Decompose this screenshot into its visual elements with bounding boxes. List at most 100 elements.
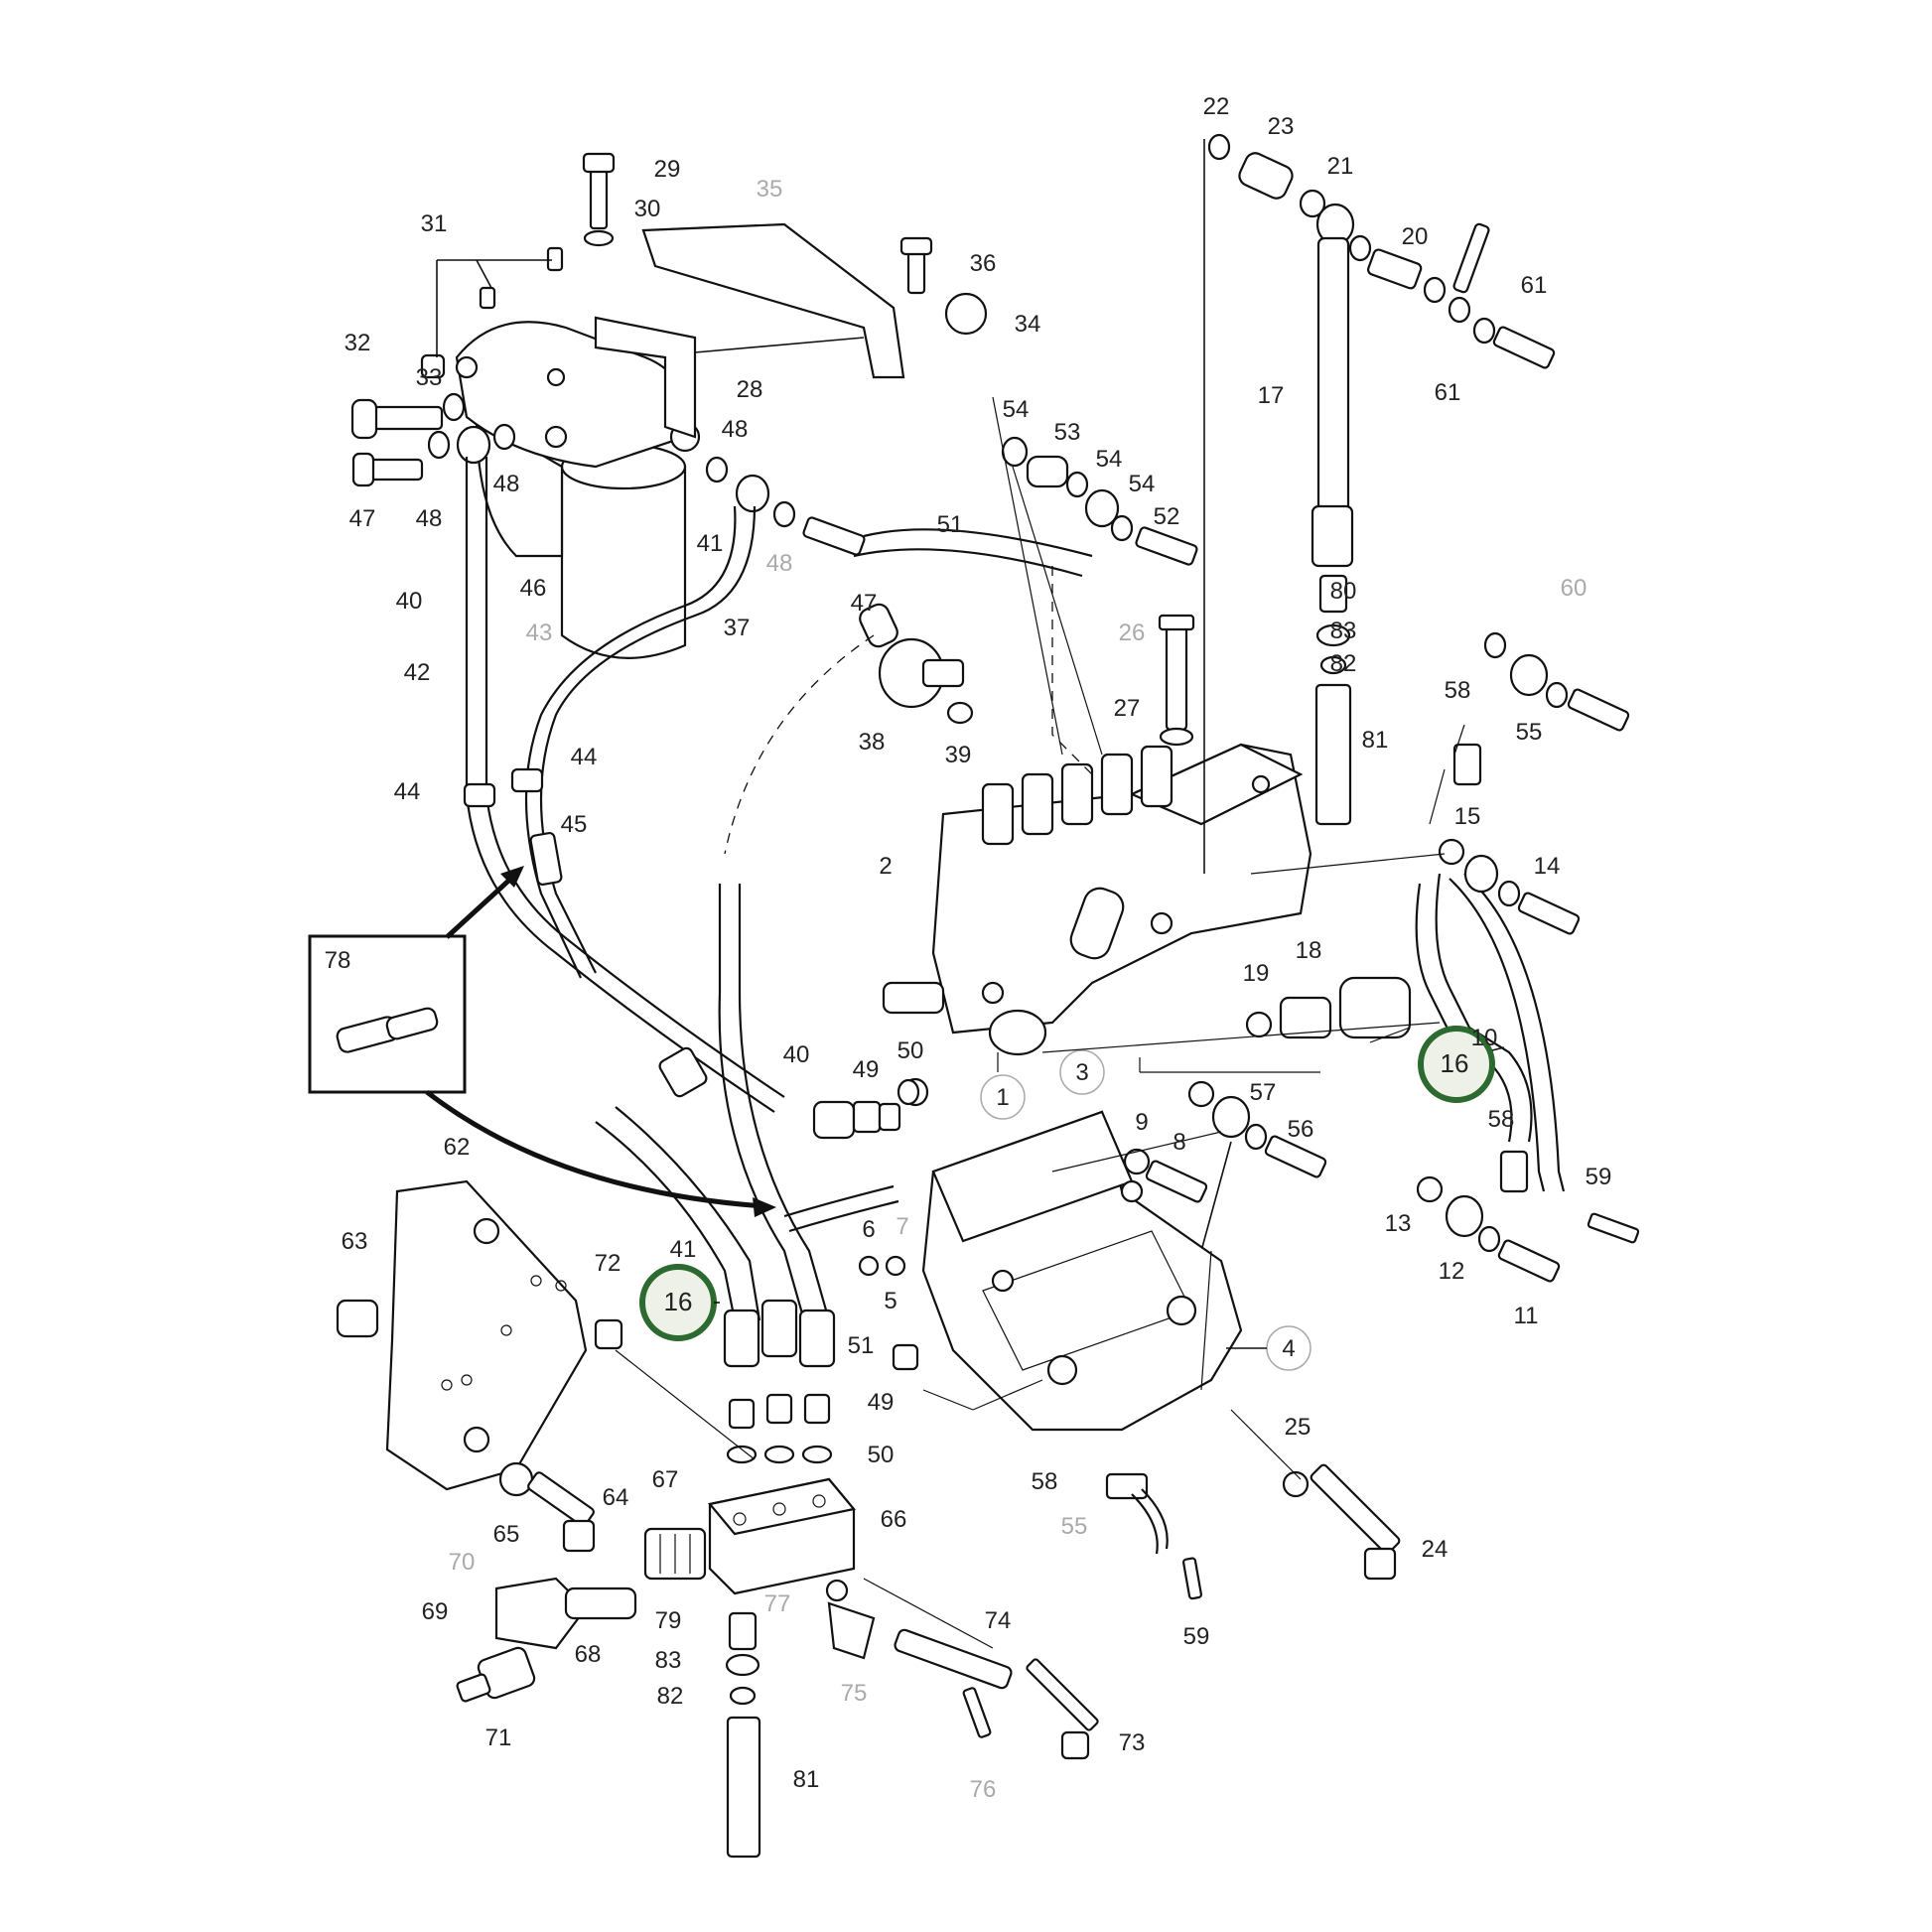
part-label: 46 — [520, 575, 547, 602]
part-label: 83 — [655, 1647, 682, 1674]
part-label: 47 — [851, 590, 878, 617]
part-label: 37 — [724, 615, 751, 641]
part-label: 60 — [1561, 575, 1587, 602]
part-label: 24 — [1422, 1536, 1449, 1563]
part-label: 5 — [884, 1288, 897, 1314]
part-label: 81 — [1362, 727, 1389, 754]
detail-inset-box — [308, 866, 776, 1217]
part-label: 42 — [404, 659, 431, 686]
part-label: 7 — [896, 1213, 908, 1240]
part-label: 58 — [1032, 1468, 1058, 1495]
right-hose-assembly — [1123, 631, 1640, 1283]
part-label: 59 — [1183, 1623, 1210, 1650]
part-label: 8 — [1173, 1129, 1185, 1156]
part-label: 61 — [1521, 272, 1548, 299]
part-label: 27 — [1114, 695, 1141, 722]
part-label: 54 — [1003, 396, 1030, 423]
part-label: 4 — [1282, 1335, 1295, 1362]
part-label: 49 — [868, 1389, 895, 1416]
part-label: 14 — [1534, 853, 1561, 880]
part-label: 21 — [1327, 153, 1354, 180]
part-label: 11 — [1514, 1303, 1539, 1329]
part-label: 72 — [595, 1250, 621, 1277]
part-label: 35 — [757, 176, 783, 203]
part-label: 32 — [345, 330, 371, 356]
part-label: 48 — [766, 550, 793, 577]
part-label: 48 — [493, 471, 520, 497]
mounting-bracket — [892, 1110, 1401, 1600]
part-label: 31 — [421, 210, 448, 237]
mounting-plate — [336, 1179, 623, 1553]
part-label: 58 — [1488, 1106, 1515, 1133]
part-label: 17 — [1258, 382, 1285, 409]
part-label: 29 — [654, 156, 681, 183]
part-label: 36 — [970, 250, 997, 277]
part-label: 70 — [449, 1549, 476, 1576]
part-label: 81 — [793, 1766, 820, 1793]
part-label: 19 — [1243, 960, 1270, 987]
part-label: 50 — [897, 1037, 924, 1064]
part-label: 39 — [945, 742, 972, 768]
part-label: 55 — [1516, 719, 1543, 746]
part-label: 82 — [1330, 650, 1357, 677]
part-label: 13 — [1385, 1210, 1412, 1237]
part-label: 47 — [349, 505, 376, 532]
part-label: 62 — [444, 1134, 471, 1161]
part-label: 3 — [1075, 1059, 1088, 1086]
part-label: 44 — [394, 778, 421, 805]
part-label: 41 — [670, 1236, 697, 1263]
part-label: 50 — [868, 1442, 895, 1468]
highlight-callout-right[interactable] — [1418, 1026, 1495, 1103]
part-label: 40 — [396, 588, 423, 615]
part-label: 25 — [1285, 1414, 1311, 1441]
distribution-block — [456, 1078, 1099, 1859]
part-label: 78 — [325, 947, 351, 974]
part-label: 34 — [1015, 311, 1041, 338]
part-label: 67 — [652, 1466, 679, 1493]
part-label: 61 — [1435, 379, 1461, 406]
part-label: 63 — [342, 1228, 368, 1255]
part-label: 33 — [416, 364, 443, 391]
part-label: 12 — [1439, 1258, 1465, 1285]
part-label: 53 — [1054, 419, 1081, 446]
part-label: 9 — [1135, 1109, 1148, 1136]
part-label: 79 — [655, 1607, 682, 1634]
part-label: 10 — [1471, 1025, 1498, 1051]
part-label: 48 — [416, 505, 443, 532]
part-label: 28 — [737, 376, 763, 403]
part-label: 38 — [859, 729, 886, 756]
part-label: 77 — [764, 1590, 791, 1617]
part-label: 57 — [1250, 1079, 1277, 1106]
part-label: 52 — [1154, 503, 1180, 530]
part-label: 6 — [862, 1216, 875, 1243]
part-label: 82 — [657, 1683, 684, 1710]
part-label: 59 — [1586, 1164, 1612, 1190]
part-label: 20 — [1402, 223, 1429, 250]
part-label: 43 — [526, 620, 553, 646]
part-label: 30 — [634, 196, 661, 222]
part-label: 54 — [1129, 471, 1156, 497]
part-label: 49 — [853, 1056, 880, 1083]
part-label: 74 — [985, 1607, 1012, 1634]
part-label: 76 — [970, 1776, 997, 1803]
part-label: 68 — [575, 1641, 602, 1668]
fuel-filter-assembly — [350, 152, 988, 659]
part-label: 18 — [1296, 937, 1322, 964]
highlighted-part-label[interactable]: 16 — [1441, 1048, 1469, 1078]
injection-pump — [878, 436, 1312, 1120]
part-label: 48 — [722, 416, 749, 443]
part-label: 73 — [1119, 1729, 1146, 1756]
part-label: 55 — [1061, 1513, 1088, 1540]
part-label: 54 — [1096, 446, 1123, 473]
part-label: 15 — [1454, 803, 1481, 830]
part-label: 66 — [881, 1506, 907, 1533]
part-label: 44 — [571, 744, 598, 770]
part-label: 58 — [1445, 677, 1471, 704]
part-label: 45 — [561, 811, 588, 838]
part-label: 51 — [848, 1332, 875, 1359]
highlighted-part-label[interactable]: 16 — [664, 1287, 693, 1316]
part-label: 2 — [879, 853, 892, 880]
part-label: 71 — [485, 1725, 512, 1751]
